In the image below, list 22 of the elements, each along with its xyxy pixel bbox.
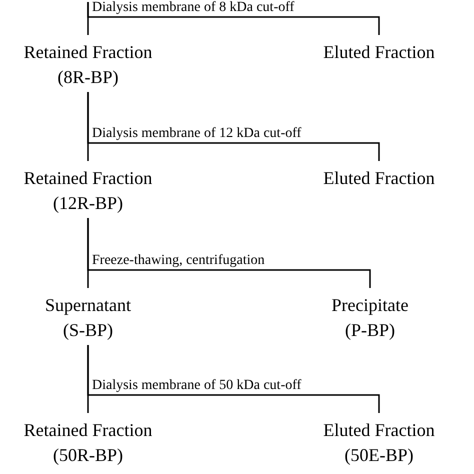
- fraction-code: (50R-BP): [52, 444, 123, 467]
- fraction-name: Precipitate: [332, 294, 408, 317]
- fraction-name: Retained Fraction: [24, 41, 152, 64]
- fraction-name: Retained Fraction: [24, 419, 152, 442]
- fraction-name: Supernatant: [45, 294, 131, 317]
- edge-label: Dialysis membrane of 8 kDa cut-off: [92, 0, 294, 16]
- fraction-name: Eluted Fraction: [323, 419, 435, 442]
- edge-label: Dialysis membrane of 50 kDa cut-off: [92, 378, 302, 394]
- fraction-name: Eluted Fraction: [323, 167, 435, 190]
- fraction-code: (P-BP): [344, 319, 395, 342]
- connector-line: [87, 218, 371, 288]
- fraction-code: (S-BP): [62, 319, 113, 342]
- fraction-code: (12R-BP): [52, 192, 123, 215]
- connector-line: [87, 92, 380, 161]
- fraction-code: (50E-BP): [344, 444, 414, 467]
- fraction-name: Retained Fraction: [24, 167, 152, 190]
- fraction-code: (8R-BP): [57, 66, 118, 89]
- edge-label: Dialysis membrane of 12 kDa cut-off: [92, 126, 302, 142]
- edge-label: Freeze-thawing, centrifugation: [92, 253, 265, 269]
- connector-line: [87, 345, 380, 413]
- connector-line: [87, 2, 380, 35]
- fraction-name: Eluted Fraction: [323, 41, 435, 64]
